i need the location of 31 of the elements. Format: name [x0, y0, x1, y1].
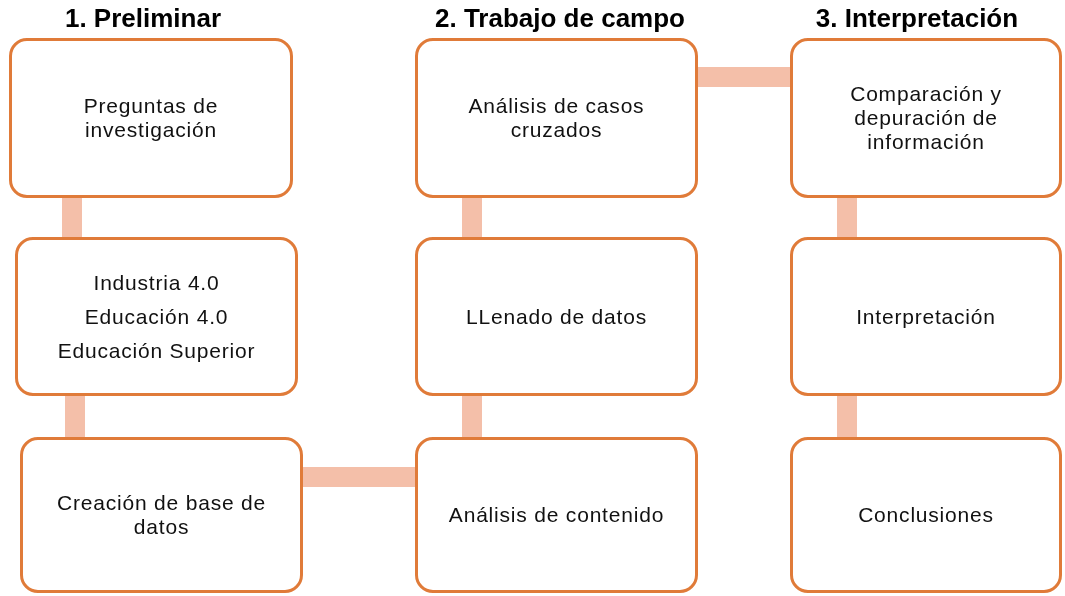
box-text: Conclusiones — [858, 503, 994, 527]
box-text: Comparación y depuración de información — [849, 82, 1003, 154]
connector-bar — [837, 198, 857, 237]
box-text: Análisis de casos cruzados — [467, 94, 646, 142]
box-text: Preguntas de investigación — [82, 94, 220, 142]
connector-bar — [698, 67, 790, 87]
process-box — [790, 437, 1062, 593]
connector-bar — [62, 198, 82, 237]
process-box — [790, 237, 1062, 396]
process-box — [415, 38, 698, 198]
process-box — [15, 237, 298, 396]
column-heading: 3. Interpretación — [815, 3, 1019, 34]
box-text: Creación de base de datos — [56, 491, 267, 539]
process-box — [20, 437, 303, 593]
box-text: Industria 4.0 — [93, 269, 220, 296]
process-box — [415, 237, 698, 396]
box-text: Educación Superior — [57, 337, 256, 364]
column-heading: 1. Preliminar — [64, 3, 222, 34]
box-text: Análisis de contenido — [448, 503, 665, 527]
process-box — [9, 38, 293, 198]
connector-bar — [462, 198, 482, 237]
process-box — [415, 437, 698, 593]
process-box — [790, 38, 1062, 198]
connector-bar — [837, 396, 857, 437]
connector-bar — [462, 396, 482, 437]
box-text: LLenado de datos — [466, 304, 647, 329]
connector-bar — [303, 467, 415, 487]
box-text: Educación 4.0 — [84, 303, 229, 330]
connector-bar — [65, 396, 85, 437]
box-text: Interpretación — [856, 304, 996, 329]
column-heading: 2. Trabajo de campo — [435, 3, 685, 34]
